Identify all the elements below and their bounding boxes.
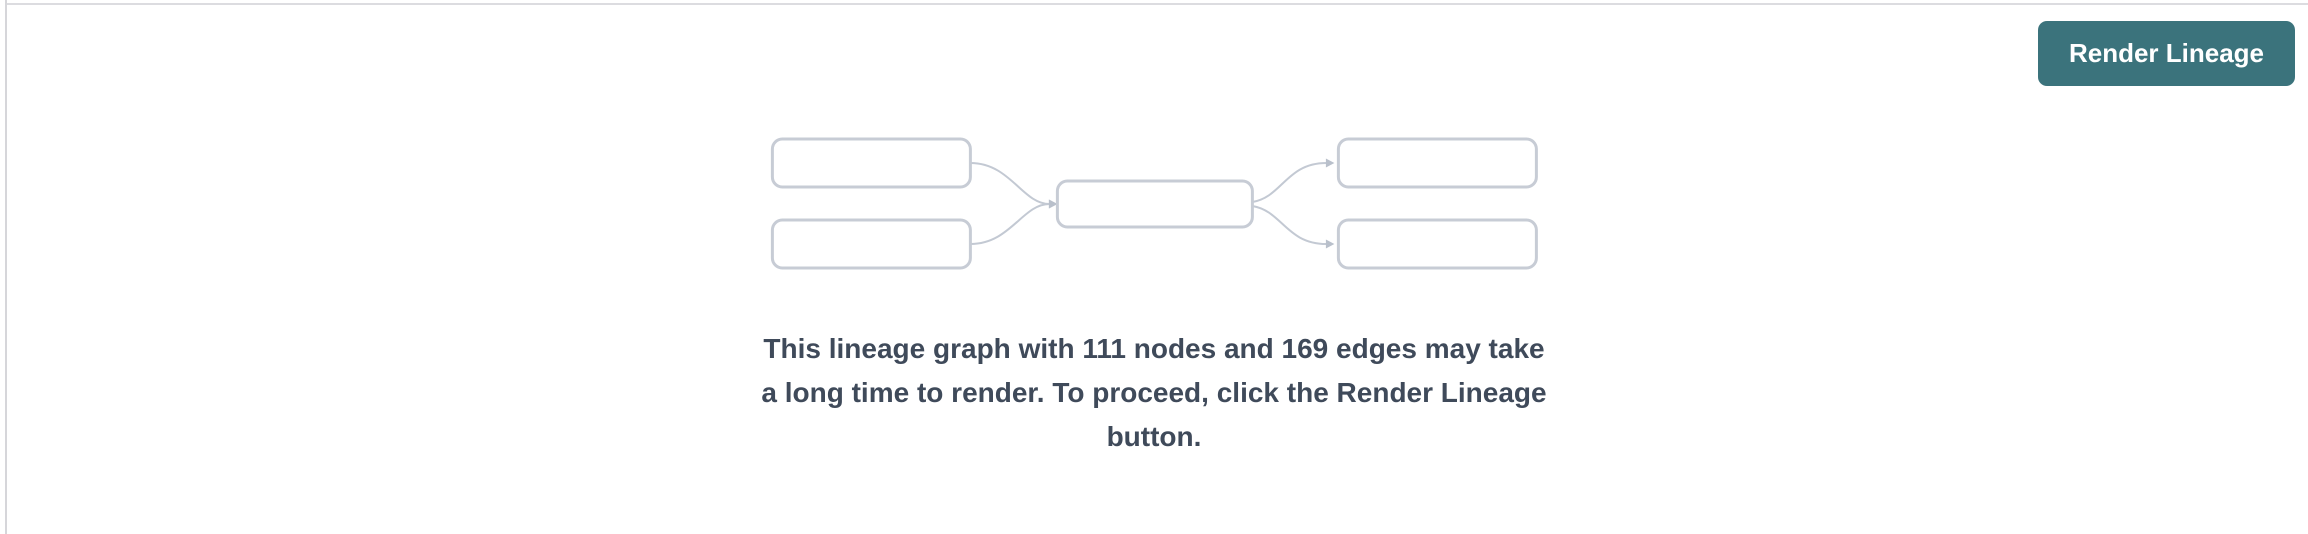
graph-edge	[969, 199, 1057, 245]
lineage-empty-state: This lineage graph with 111 nodes and 16…	[761, 137, 1547, 459]
graph-edge	[1251, 158, 1334, 203]
graph-node	[1055, 179, 1254, 229]
graph-edge	[1251, 205, 1334, 249]
graph-node	[770, 137, 972, 189]
message-line: a long time to render. To proceed, click…	[761, 377, 1547, 408]
render-warning-message: This lineage graph with 111 nodes and 16…	[761, 327, 1546, 459]
message-line: button.	[1106, 421, 1202, 452]
graph-node	[770, 218, 972, 270]
graph-node	[1336, 137, 1538, 189]
graph-node	[1336, 218, 1538, 270]
message-line: This lineage graph with 111 nodes and 16…	[763, 333, 1545, 364]
panel-top-border	[7, 3, 2308, 5]
graph-edge	[969, 162, 1057, 209]
render-lineage-button[interactable]: Render Lineage	[2038, 21, 2295, 86]
lineage-graph-illustration	[770, 137, 1538, 270]
panel-left-border	[5, 0, 7, 534]
